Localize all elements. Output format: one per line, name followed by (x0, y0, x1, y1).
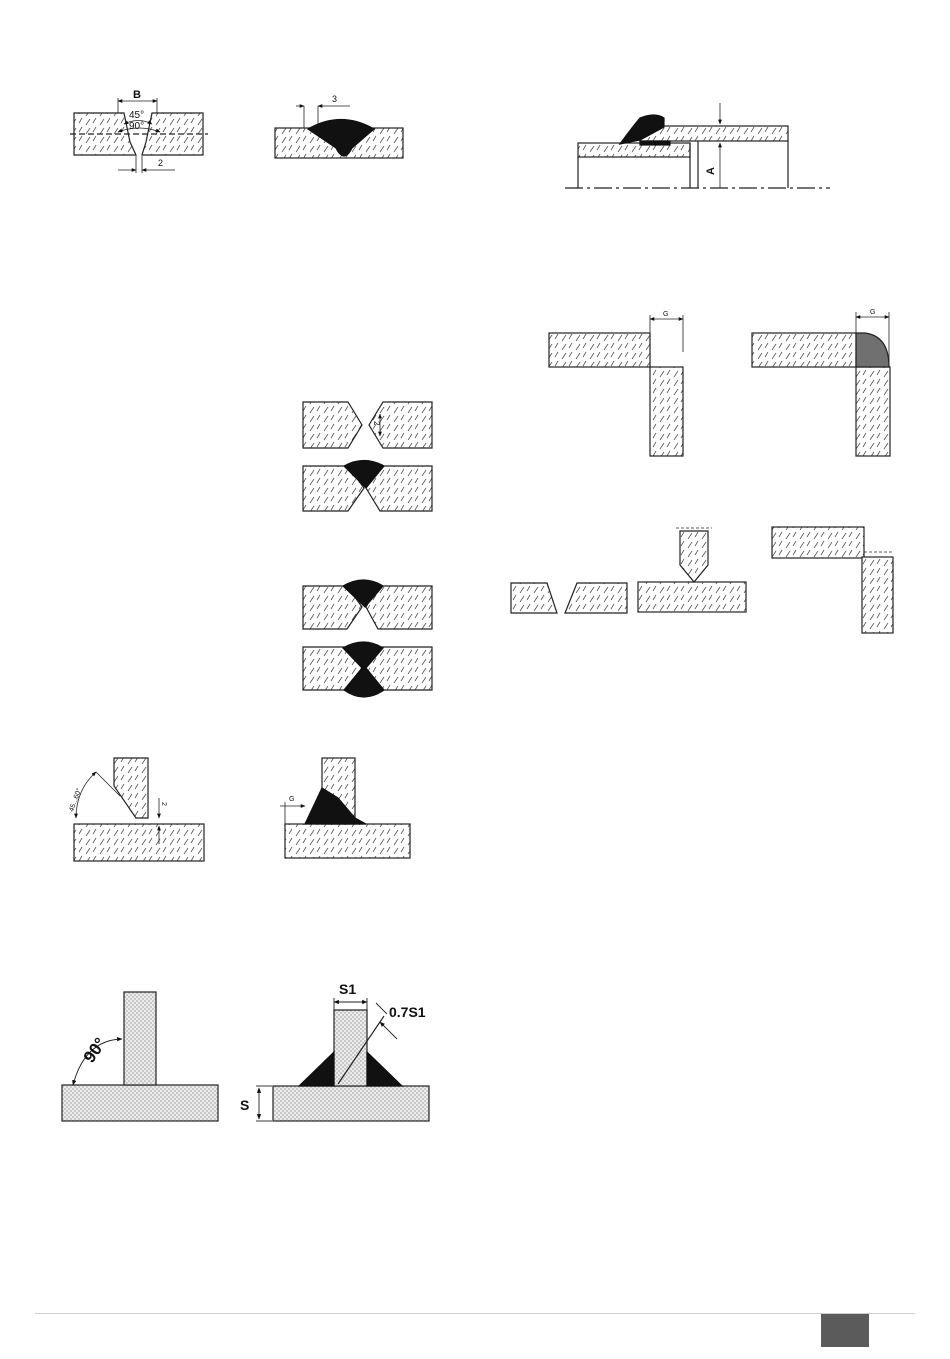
label-gap-g-left: G (663, 311, 668, 318)
tee-bevel-weld (280, 758, 410, 858)
label-bevel-width: B (133, 89, 141, 101)
label-tee-gap: 2 (160, 802, 167, 806)
footer-rule (35, 1313, 915, 1314)
label-angle-90: 90° (129, 121, 144, 132)
corner-joint-preparation (549, 315, 683, 456)
label-thickness-s: S (240, 1097, 249, 1113)
x-groove-weld-second-pass (303, 580, 432, 629)
label-x-joint-gap: 2 (372, 421, 381, 426)
x-groove-weld-complete (303, 642, 432, 697)
lap-flange-weld (565, 103, 830, 188)
label-lap-offset: A (705, 167, 717, 175)
tee-bevel-preparation (74, 758, 204, 861)
label-cap-overhang: 3 (332, 94, 337, 104)
v-groove-weld (275, 106, 403, 158)
page-number-box (821, 1314, 869, 1347)
label-root-gap: 2 (158, 158, 163, 168)
label-gap-g-right: G (870, 309, 875, 316)
label-right-angle: 90° (80, 1034, 110, 1066)
v-groove-torch-sequence (511, 527, 893, 633)
label-throat: 0.7S1 (389, 1004, 426, 1020)
label-tee-weld-gap: G (289, 796, 294, 803)
x-groove-weld-first-pass (303, 461, 432, 512)
label-thickness-s1: S1 (339, 981, 356, 997)
corner-joint-weld (752, 312, 890, 456)
x-groove-preparation (303, 402, 432, 448)
label-angle-45: 45° (129, 110, 144, 121)
label-tee-angle: 45...60° (67, 787, 83, 813)
